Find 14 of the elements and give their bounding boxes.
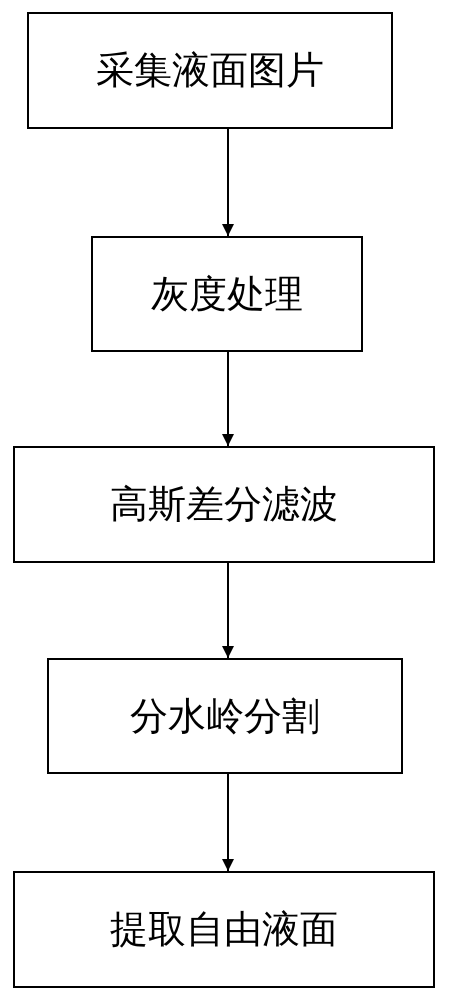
box-label: 灰度处理 (151, 270, 303, 318)
arrow (222, 352, 234, 446)
process-box (47, 658, 403, 774)
arrow (222, 129, 234, 236)
box-label: 分水岭分割 (130, 692, 320, 740)
process-box (27, 12, 393, 129)
box-label: 高斯差分滤波 (110, 481, 338, 528)
box-label: 采集液面图片 (96, 47, 324, 94)
process-box (91, 236, 363, 352)
process-box (13, 871, 435, 988)
arrow (222, 774, 234, 871)
process-box (13, 446, 435, 563)
arrow (222, 563, 234, 658)
box-label: 提取自由液面 (110, 906, 338, 953)
